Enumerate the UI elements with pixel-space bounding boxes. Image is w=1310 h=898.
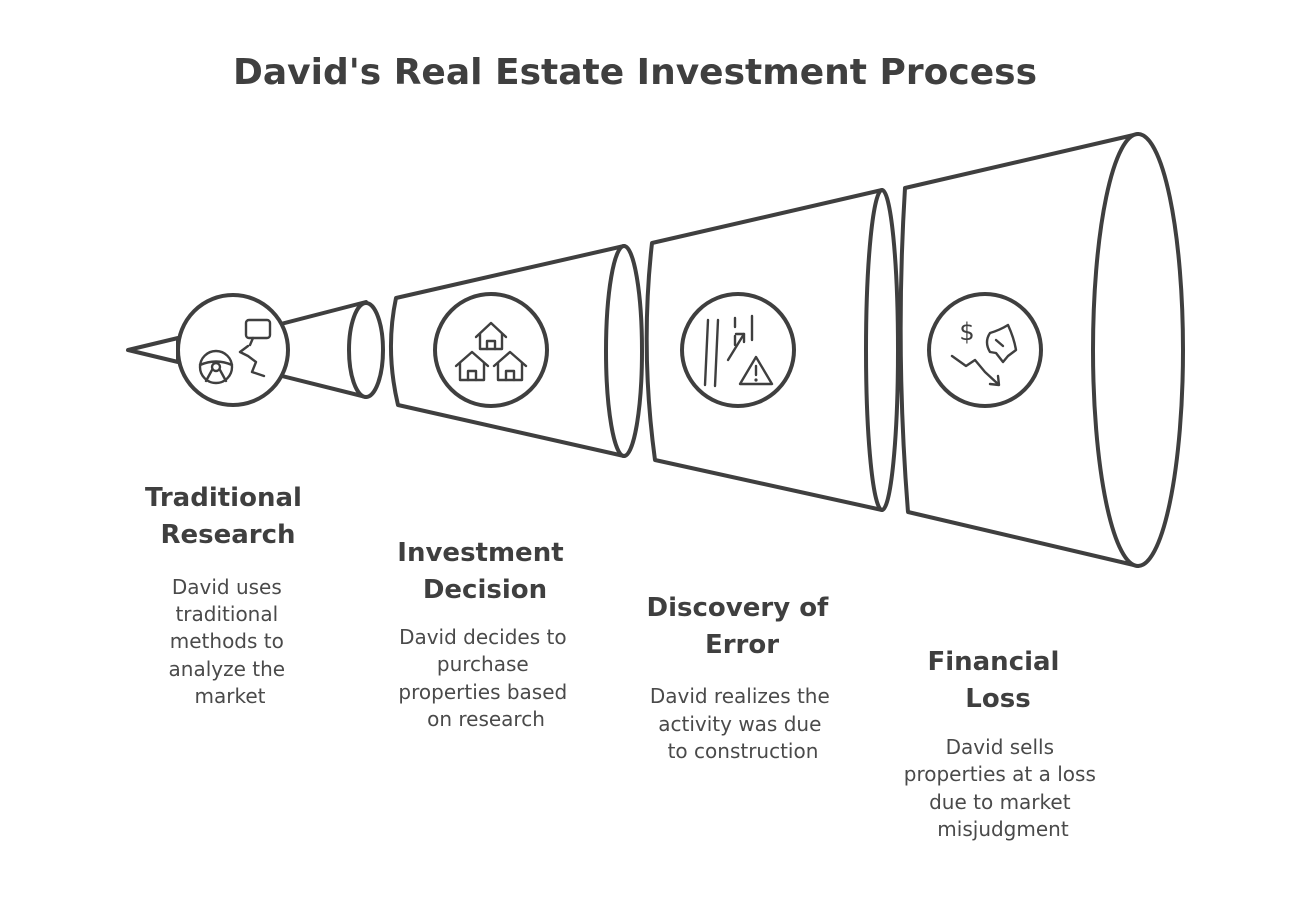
step-description: David sells properties at a loss due to … — [904, 735, 1102, 841]
step-title: Discovery of Error — [647, 593, 838, 660]
step-investment-decision: Investment Decision David decides to pur… — [397, 538, 573, 731]
steering-wheel-chat-icon — [198, 318, 272, 385]
road-warning-icon — [703, 314, 774, 388]
step-description: David decides to purchase properties bas… — [398, 625, 573, 731]
step-description: David uses traditional methods to analyz… — [169, 575, 292, 708]
step-discovery-of-error: Discovery of Error David realizes the ac… — [647, 593, 838, 763]
step-financial-loss: Financial Loss David sells properties at… — [904, 647, 1102, 841]
step-title: Traditional Research — [145, 483, 311, 550]
icon-circle-investment-decision — [433, 292, 549, 408]
icon-circle-traditional-research — [176, 293, 290, 407]
icon-circle-discovery-of-error — [680, 292, 796, 408]
icon-circle-financial-loss: $ — [927, 292, 1043, 408]
step-traditional-research: Traditional Research David uses traditio… — [145, 483, 311, 708]
step-title: Investment Decision — [397, 538, 572, 605]
svg-text:$: $ — [959, 318, 974, 346]
diagram-title: David's Real Estate Investment Process — [233, 52, 1037, 93]
step-description: David realizes the activity was due to c… — [650, 684, 836, 763]
money-loss-icon: $ — [950, 318, 1018, 387]
houses-icon — [454, 321, 528, 382]
step-title: Financial Loss — [927, 647, 1068, 714]
